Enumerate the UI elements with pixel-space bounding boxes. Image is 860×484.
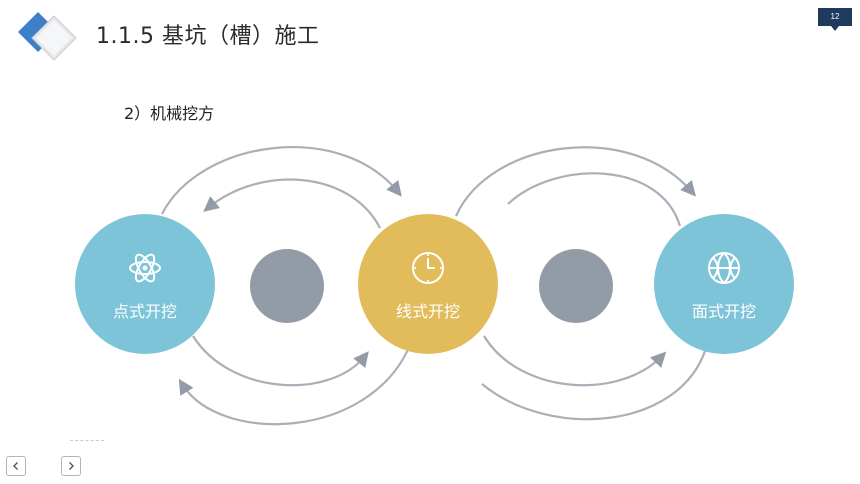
method-label: 面式开挖	[691, 302, 756, 321]
method-line-excavation: 线式开挖	[358, 214, 498, 354]
arrow-inner-bottom-1	[192, 335, 369, 387]
next-slide-button[interactable]	[61, 456, 81, 476]
method-label: 线式开挖	[395, 302, 460, 321]
page-number: 12	[830, 12, 840, 21]
logo-icon	[18, 12, 77, 61]
atom-icon	[129, 253, 161, 283]
basketball-icon	[708, 252, 740, 284]
arrow-inner-bottom-2	[483, 335, 667, 387]
page-title: 1.1.5 基坑（槽）施工	[96, 24, 320, 49]
connector-circle	[539, 249, 613, 323]
arrow-outer-bottom-2	[481, 347, 708, 421]
method-point-excavation: 点式开挖	[75, 214, 215, 354]
method-area-excavation: 面式开挖	[654, 214, 794, 354]
arrow-outer-top-1	[161, 146, 402, 215]
chevron-right-icon	[69, 462, 74, 470]
chevron-left-icon	[13, 462, 18, 470]
arrow-inner-top-2	[507, 172, 682, 227]
connector-circle	[250, 249, 324, 323]
divider	[70, 440, 104, 441]
page-number-badge: 12	[818, 8, 852, 32]
section-subtitle: 2）机械挖方	[124, 104, 215, 123]
badge-shape-icon	[818, 8, 852, 31]
arrow-inner-top-1	[203, 178, 381, 229]
clock-icon	[412, 252, 444, 284]
method-label: 点式开挖	[112, 302, 177, 321]
arrow-outer-top-2	[454, 146, 697, 217]
previous-slide-button[interactable]	[6, 456, 26, 476]
arrow-outer-bottom-1	[178, 344, 412, 426]
